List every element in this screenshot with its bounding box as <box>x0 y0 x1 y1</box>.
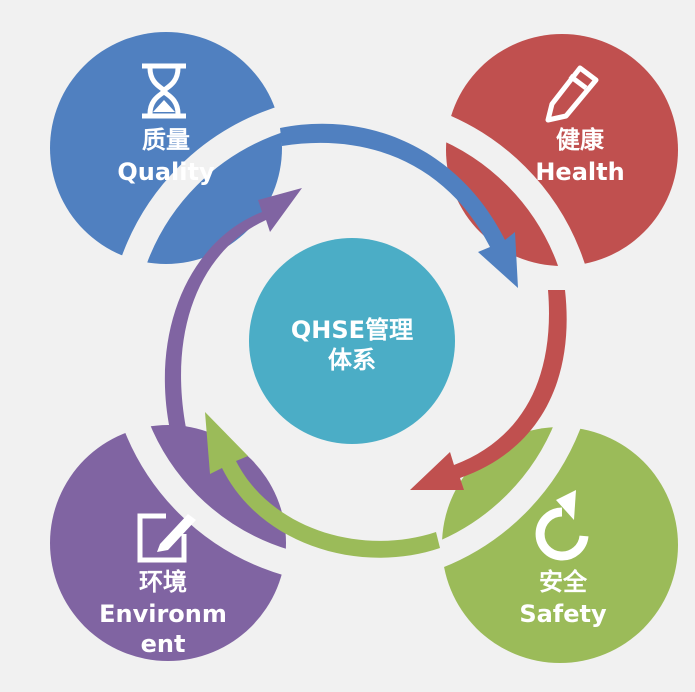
quality-cn: 质量 <box>142 126 190 154</box>
health-circle <box>446 34 678 266</box>
health-label: 健康 Health <box>520 128 640 184</box>
arrow-blue <box>280 123 518 288</box>
pencil-icon <box>545 65 599 123</box>
center-line2: 体系 <box>328 346 376 374</box>
environment-cn: 环境 <box>139 568 187 596</box>
environment-en-line1: Environm <box>99 600 227 628</box>
safety-cn: 安全 <box>539 568 587 596</box>
quality-en: Quality <box>117 158 215 186</box>
arrow-red <box>410 290 567 490</box>
center-label: QHSE管理 体系 <box>262 318 442 372</box>
arrow-purple <box>164 188 302 430</box>
center-circle <box>249 238 455 444</box>
quality-label: 质量 Quality <box>106 128 226 184</box>
quality-circle <box>50 32 282 264</box>
ring-gap <box>107 95 597 585</box>
edit-icon <box>137 513 196 563</box>
hourglass-icon <box>142 63 186 119</box>
safety-circle <box>442 427 678 663</box>
hourglass-sand <box>153 100 175 112</box>
safety-label: 安全 Safety <box>503 570 623 626</box>
environment-en-line2: ent <box>140 630 186 658</box>
center-line1: QHSE管理 <box>290 316 414 344</box>
environment-label: 环境 Environm ent <box>88 570 238 656</box>
health-cn: 健康 <box>556 126 604 154</box>
safety-en: Safety <box>519 600 607 628</box>
health-en: Health <box>535 158 625 186</box>
refresh-icon <box>535 490 589 561</box>
arrow-green <box>205 412 440 558</box>
